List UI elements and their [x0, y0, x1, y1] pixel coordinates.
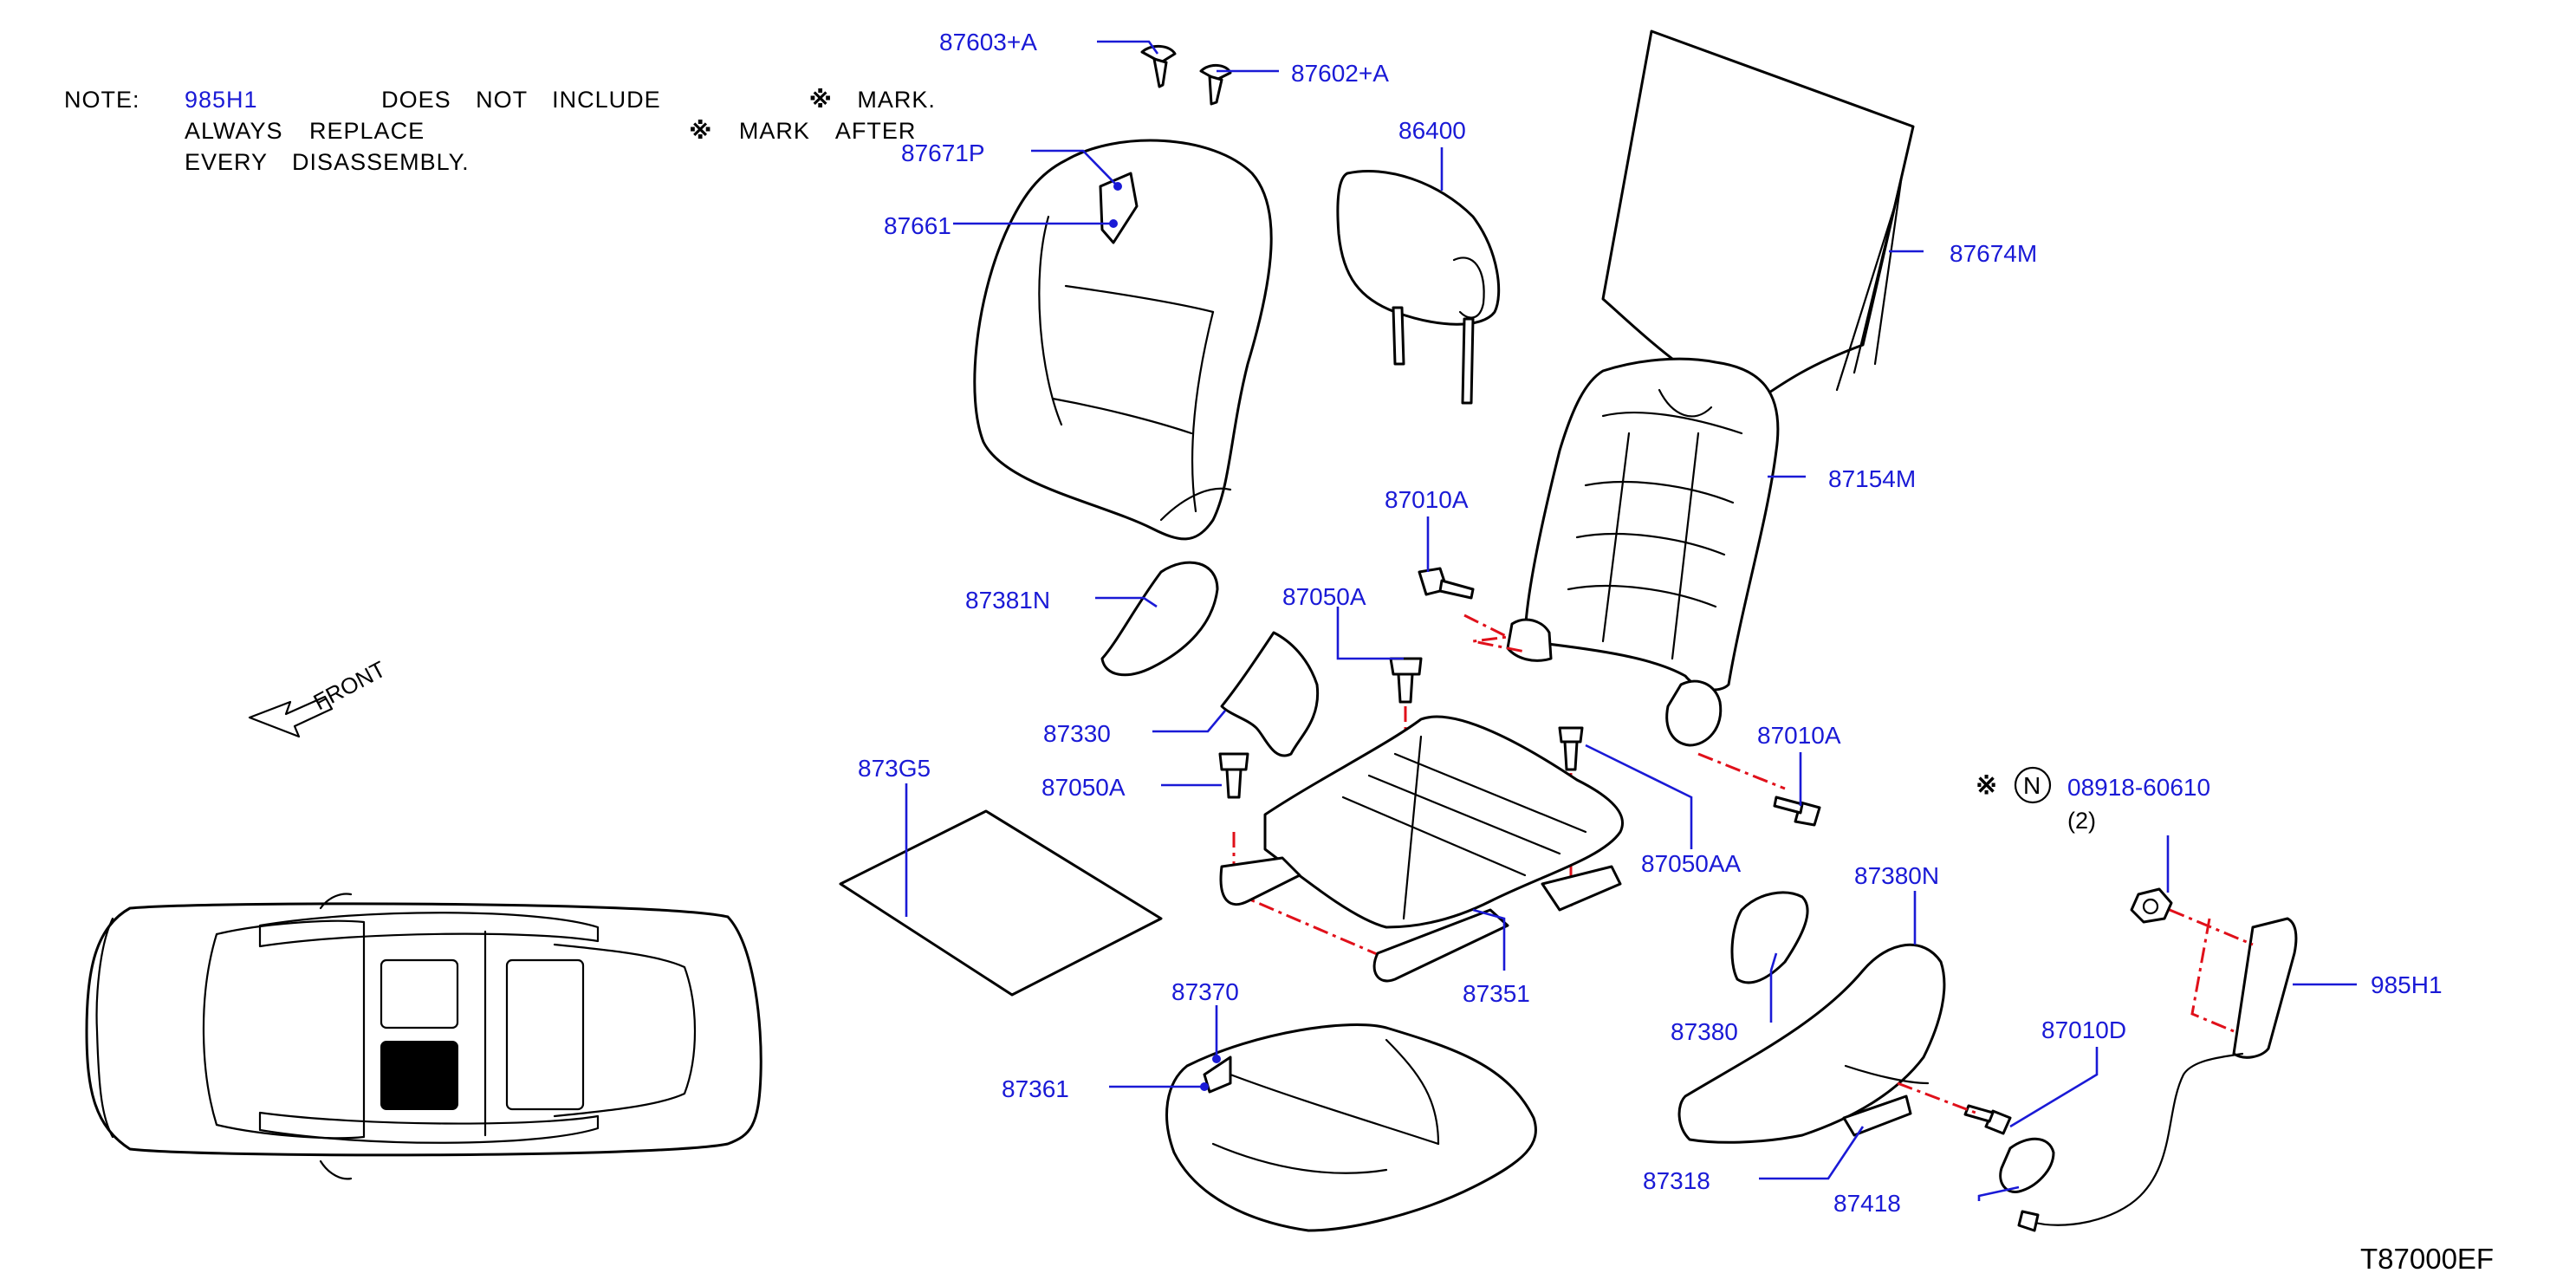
- bolt-87050a-mid: [1389, 657, 1423, 704]
- label-08918-60610: 08918-60610: [2067, 774, 2210, 801]
- label-87674m: 87674M: [1950, 240, 2037, 267]
- label-985h1: 985H1: [2371, 971, 2443, 998]
- label-08918-qty: (2): [2067, 808, 2096, 834]
- label-87318: 87318: [1643, 1167, 1710, 1194]
- seat-back-cover: [973, 139, 1273, 541]
- label-87050a-mid: 87050A: [1282, 583, 1366, 610]
- label-87370: 87370: [1171, 978, 1239, 1005]
- note-line2-a: ALWAYS REPLACE: [185, 118, 425, 144]
- note-mark-symbol-2: ※: [689, 118, 713, 145]
- bolt-87010d: [1963, 1104, 2012, 1135]
- label-87603a: 87603+A: [939, 29, 1037, 55]
- label-87010d: 87010D: [2041, 1016, 2126, 1043]
- label-87050a-left: 87050A: [1041, 774, 1126, 801]
- side-airbag-985h1: [2017, 917, 2298, 1232]
- label-87330: 87330: [1043, 720, 1111, 747]
- bolt-87010a-right: [1773, 796, 1821, 827]
- nut-08918: [2130, 887, 2173, 924]
- label-873g5: 873G5: [858, 755, 931, 782]
- inner-cover-87381n: [1100, 561, 1219, 677]
- label-87050aa: 87050AA: [1641, 850, 1742, 877]
- label-87381n: 87381N: [965, 587, 1050, 614]
- note-line1-text: DOES NOT INCLUDE: [381, 87, 661, 113]
- hidden-line-top-bolt: [1463, 614, 1526, 653]
- label-87351: 87351: [1463, 980, 1530, 1007]
- cover-87330: [1220, 631, 1320, 757]
- label-87010a-top: 87010A: [1385, 486, 1469, 513]
- seat-cushion-cover: [1165, 1023, 1537, 1232]
- label-87361: 87361: [1002, 1075, 1069, 1102]
- leader-lines: [905, 40, 2357, 1201]
- bolt-87050aa: [1558, 726, 1584, 771]
- label-87602a: 87602+A: [1291, 60, 1389, 87]
- clip-87602: [1199, 64, 1232, 106]
- label-87380n: 87380N: [1854, 862, 1939, 889]
- label-87010a-right: 87010A: [1757, 722, 1841, 749]
- headrest: [1336, 169, 1501, 405]
- label-87154m: 87154M: [1828, 465, 1916, 492]
- bracket-87380: [1730, 891, 1809, 984]
- seat-back-frame: [1506, 357, 1780, 747]
- nut-symbol-letter: N: [2023, 772, 2041, 799]
- front-label: FRONT: [309, 656, 390, 716]
- note-line3: EVERY DISASSEMBLY.: [185, 149, 470, 175]
- diagram-code: T87000EF: [2360, 1243, 2494, 1275]
- clip-87603: [1140, 45, 1177, 88]
- note-label: NOTE:: [64, 87, 140, 113]
- note-line-1: 985H1 DOES NOT INCLUDE ※ MARK.: [185, 87, 936, 114]
- note-block: NOTE:: [64, 87, 140, 114]
- label-87418: 87418: [1833, 1190, 1901, 1217]
- vehicle-top-view: [85, 893, 762, 1180]
- label-87661: 87661: [884, 212, 951, 239]
- callout-labels: 87603+A 87602+A 86400 87674M 87671P 8766…: [858, 29, 2443, 1217]
- hidden-line-87010d: [1897, 1081, 1976, 1114]
- seat-back-pad: [1601, 29, 1915, 407]
- note-line1-end: MARK.: [857, 87, 936, 113]
- hidden-line-right-upper: [1697, 752, 1786, 790]
- knob-87418: [1999, 1137, 2055, 1193]
- front-direction-arrow: FRONT: [248, 656, 390, 738]
- note-line-3: EVERY DISASSEMBLY.: [185, 149, 470, 176]
- side-shield-87380n: [1677, 943, 1946, 1144]
- bolt-87050a-left: [1218, 752, 1249, 799]
- nut-symbol: ※ N: [1976, 766, 2052, 804]
- label-86400: 86400: [1398, 117, 1466, 144]
- label-87671p: 87671P: [901, 140, 985, 166]
- seat-cushion-frame: [1219, 715, 1624, 983]
- bolt-87010a-top: [1418, 567, 1475, 600]
- note-line2-b: MARK AFTER: [738, 118, 917, 144]
- note-part-ref: 985H1: [185, 87, 258, 113]
- hidden-line-airbag: [2169, 908, 2254, 1033]
- nut-mark-symbol: ※: [1976, 771, 1997, 800]
- seat-cushion-pad-873g5: [839, 809, 1163, 997]
- label-87380: 87380: [1671, 1018, 1738, 1045]
- note-line-2: ALWAYS REPLACE ※ MARK AFTER: [185, 118, 916, 145]
- note-mark-symbol: ※: [808, 87, 833, 114]
